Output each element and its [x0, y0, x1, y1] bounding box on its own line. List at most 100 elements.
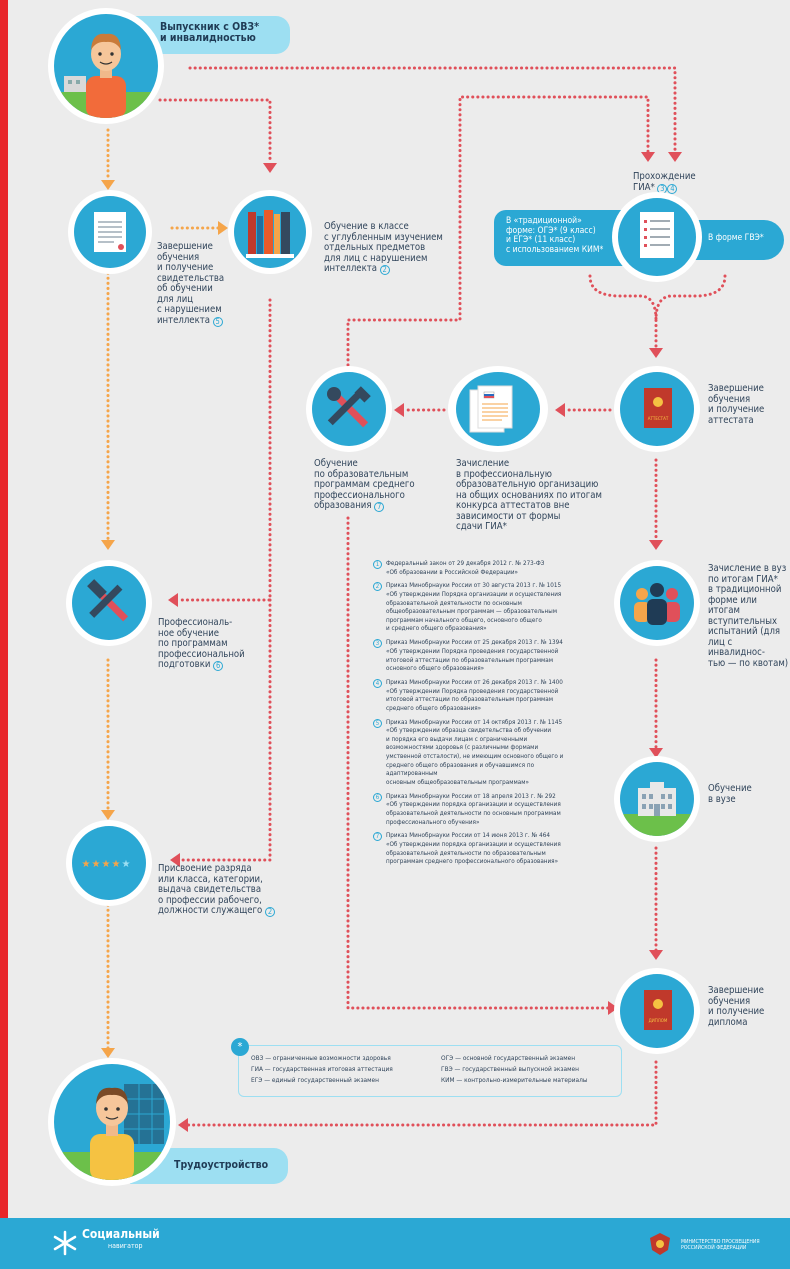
- special-class-ref: 2: [379, 265, 390, 275]
- qualification-text: Присвоение разряда или класса, категории…: [158, 863, 263, 916]
- arrowhead: [641, 152, 655, 162]
- reference-number: 5: [373, 718, 382, 728]
- graduate-node: [48, 8, 164, 124]
- reference-number: 3: [373, 639, 382, 649]
- certificate-node: [68, 190, 152, 274]
- gia-ref-4: 4: [667, 183, 678, 194]
- arrowhead: [263, 163, 277, 173]
- special-class-node: [228, 190, 312, 274]
- uni-study-label: Обучение в вузе: [708, 783, 752, 805]
- glossary-right-column: ОГЭ — основной государственный экзамен Г…: [441, 1053, 587, 1086]
- special-class-label: Обучение в классе с углубленным изучение…: [324, 221, 464, 275]
- snowflake-logo-icon: [53, 1230, 77, 1256]
- reference-item: 3 Приказ Минобрнауки России от 25 декабря…: [373, 639, 613, 673]
- ministry-name: МИНИСТЕРСТВО ПРОСВЕЩЕНИЯ РОССИЙСКОЙ ФЕДЕ…: [681, 1239, 760, 1251]
- glossary-entry: ЕГЭ — единый государственный экзамен: [251, 1076, 379, 1084]
- glossary-entry: ГВЭ — государственный выпускной экзамен: [441, 1065, 579, 1073]
- reference-number: 2: [373, 582, 382, 592]
- graduate-avatar: [54, 14, 158, 118]
- arrow-college-to-gia: [346, 95, 650, 367]
- glossary-entry: КИМ — контрольно-измерительные материалы: [441, 1076, 588, 1084]
- qualification-label: Присвоение разряда или класса, категории…: [158, 863, 278, 917]
- passport-circle: АТТЕСТАТ: [620, 372, 694, 446]
- reference-number: 1: [373, 560, 382, 569]
- arrowhead: [101, 180, 115, 190]
- certificate-circle: [74, 196, 146, 268]
- college-study-text: Обучение по образовательным программам с…: [314, 458, 415, 511]
- reference-text: Приказ Минобрнауки России от 25 декабря …: [386, 639, 563, 673]
- svg-text:★: ★: [102, 859, 111, 870]
- stars-circle: ★★★★ ★: [72, 826, 146, 900]
- hammer-circle: [72, 566, 146, 640]
- college-study-ref: 7: [374, 502, 385, 512]
- uni-enroll-label: Зачисление в вуз по итогам ГИА* в традиц…: [708, 563, 789, 669]
- ministry-emblem-icon: [650, 1233, 670, 1255]
- people-circle: [620, 566, 694, 640]
- svg-text:★: ★: [112, 859, 121, 870]
- arrowhead: [218, 221, 228, 235]
- traditional-form-box: В «традиционной» форме: ОГЭ* (9 класс) и…: [494, 210, 634, 266]
- reference-text: Приказ Минобрнауки России от 14 октября …: [386, 718, 564, 786]
- uni-study-node: [614, 756, 700, 842]
- gve-form-box: В форме ГВЭ*: [690, 220, 784, 260]
- arrow-graduate-to-class: [158, 98, 272, 165]
- college-enroll-node: [448, 366, 548, 452]
- arrow-class-to-vocational: [176, 298, 272, 602]
- brand-name: Социальный: [82, 1227, 160, 1241]
- arrowhead: [608, 1001, 618, 1015]
- left-red-bar: [0, 0, 8, 1269]
- reference-item: 5 Приказ Минобрнауки России от 14 октября…: [373, 718, 613, 788]
- vocational-label: Профессиональ- ное обучение по программа…: [158, 617, 248, 671]
- gia-node: [612, 192, 702, 282]
- arrowhead: [649, 748, 663, 758]
- glossary-entry: ОВЗ — ограниченные возможности здоровья: [251, 1054, 391, 1062]
- footer-bar: Социальный навигатор МИНИСТЕРСТВО ПРОСВЕ…: [0, 1218, 790, 1269]
- arrowhead: [101, 540, 115, 550]
- diploma-circle: ДИПЛОМ: [620, 974, 694, 1048]
- attestat-node: АТТЕСТАТ: [614, 366, 700, 452]
- qualification-node: ★★★★ ★: [66, 820, 152, 906]
- qualification-ref: 2: [264, 907, 275, 917]
- arrow-traditional-to-merge: [588, 274, 658, 322]
- worker-avatar: [54, 1064, 170, 1180]
- reference-text: Приказ Минобрнауки России от 30 августа …: [386, 582, 562, 633]
- vocational-ref: 6: [213, 661, 224, 671]
- vocational-text: Профессиональ- ное обучение по программа…: [158, 617, 245, 670]
- arrowhead: [178, 1118, 188, 1132]
- glossary-box: * ОВЗ — ограниченные возможности здоровь…: [231, 1038, 622, 1097]
- glossary-entry: ГИА — государственная итоговая аттестаци…: [251, 1065, 393, 1073]
- uni-enroll-node: [614, 560, 700, 646]
- diploma-label-text: ДИПЛОМ: [649, 1018, 668, 1023]
- certificate-label: Завершение обучения и получение свидетел…: [157, 241, 247, 327]
- svg-text:★: ★: [122, 859, 131, 870]
- diploma-node: ДИПЛОМ: [614, 968, 700, 1054]
- university-circle: [620, 762, 694, 836]
- college-enroll-label: Зачисление в профессиональную образовате…: [456, 458, 602, 532]
- tools-circle: [312, 372, 386, 446]
- special-class-text: Обучение в классе с углубленным изучение…: [324, 221, 443, 274]
- arrow-graduate-to-gia: [188, 66, 677, 154]
- college-study-node: [306, 366, 392, 452]
- arrow-college-to-diploma: [346, 516, 610, 1010]
- certificate-ref: 5: [212, 316, 223, 327]
- arrowhead: [649, 348, 663, 358]
- college-study-label: Обучение по образовательным программам с…: [314, 458, 424, 512]
- passport-label: АТТЕСТАТ: [648, 416, 669, 421]
- arrowhead: [649, 540, 663, 550]
- arrowhead: [168, 593, 178, 607]
- checklist-circle: [618, 198, 696, 276]
- books-circle: [234, 196, 306, 268]
- arrowhead: [668, 152, 682, 162]
- reference-text: Приказ Минобрнауки России от 14 июня 201…: [386, 832, 561, 866]
- arrowhead: [394, 403, 404, 417]
- arrow-gve-to-merge: [654, 274, 727, 350]
- diploma-label: Завершение обучения и получение диплома: [708, 985, 765, 1028]
- glossary-left-column: ОВЗ — ограниченные возможности здоровья …: [251, 1053, 393, 1086]
- certificate-text: Завершение обучения и получение свидетел…: [157, 241, 225, 326]
